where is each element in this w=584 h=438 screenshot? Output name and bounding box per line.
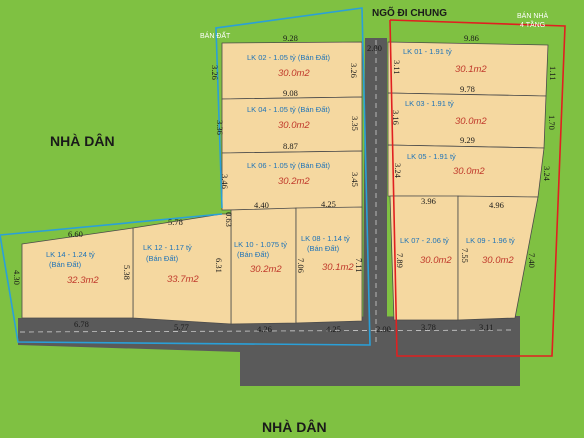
alley-label: NGÕ ĐI CHUNG — [372, 6, 447, 19]
lk05-area: 30.0m2 — [453, 166, 485, 177]
dim-lk08-right: 7.11 — [354, 258, 364, 273]
dim-lk04-right: 3.35 — [350, 116, 360, 131]
lk14-title-1: LK 14 - 1.24 tỷ — [46, 250, 95, 259]
dim-lk05-right: 3.24 — [542, 166, 552, 182]
dim-mid-04: 9.08 — [283, 88, 298, 98]
dim-b-lk09: 3.11 — [479, 322, 494, 332]
lk12-title-2: (Bán Đất) — [146, 254, 179, 263]
lk12-title-1: LK 12 - 1.17 tỷ — [143, 243, 192, 252]
lot-lk14[interactable] — [21, 227, 134, 319]
land-sale-label: BÁN ĐẤT — [200, 30, 231, 40]
dim-lk01-right: 1.11 — [548, 66, 558, 81]
dim-b-alley: 2.00 — [376, 324, 391, 334]
dim-lk08-top: 4.25 — [321, 199, 336, 209]
dim-lk09-right: 7.40 — [527, 253, 537, 268]
dim-lk04-left: 3.36 — [215, 120, 225, 135]
lot-lk08[interactable] — [295, 206, 363, 324]
left-neighbors-label: NHÀ DÂN — [50, 132, 115, 149]
dim-lk10-left: 6.31 — [214, 258, 224, 273]
lk01-title: LK 01 - 1.91 tỷ — [403, 47, 452, 56]
lk06-title: LK 06 - 1.05 tỷ (Bán Đất) — [247, 161, 330, 170]
common-alley — [363, 38, 387, 344]
dim-lk06-left: 3.46 — [220, 174, 230, 189]
lk03-title: LK 03 - 1.91 tỷ — [405, 99, 454, 108]
dim-b-lk12: 5.77 — [174, 322, 189, 332]
dim-lk09-left: 7.55 — [460, 248, 470, 263]
dim-b-lk10: 4.26 — [257, 324, 272, 334]
lk08-title-1: LK 08 - 1.14 tỷ — [301, 234, 350, 243]
dim-lk07-top: 3.96 — [421, 196, 436, 206]
dim-lk12-top: 5.78 — [168, 217, 183, 227]
dim-lk10-top: 4.40 — [254, 200, 269, 210]
lk10-title-1: LK 10 - 1.075 tỷ — [234, 240, 287, 249]
dim-lk09-top: 4.96 — [489, 200, 504, 210]
dim-lk03-right: 1.70 — [547, 115, 557, 130]
dim-alley-top: 2.00 — [367, 43, 382, 53]
lk08-area: 30.1m2 — [322, 262, 354, 273]
lk09-title: LK 09 - 1.96 tỷ — [466, 236, 515, 245]
dim-lk05-left: 3.24 — [393, 163, 403, 179]
dim-lk14-top: 6.60 — [68, 229, 83, 239]
bottom-road — [18, 316, 520, 386]
land-sale-boundary — [0, 7, 371, 346]
lk02-title: LK 02 - 1.05 tỷ (Bán Đất) — [247, 53, 330, 62]
dim-lk03-left: 3.16 — [391, 110, 401, 125]
lk09-area: 30.0m2 — [482, 255, 514, 266]
dim-lk12-left: 5.38 — [122, 265, 132, 280]
road-centerline — [19, 329, 516, 333]
dim-lk06-right: 3.45 — [350, 172, 360, 187]
dim-top-left: 9.28 — [283, 33, 298, 43]
dim-lk08-left: 7.06 — [296, 258, 306, 273]
lk12-area: 33.7m2 — [167, 274, 199, 285]
lk01-area: 30.1m2 — [455, 64, 487, 75]
bottom-neighbors-label: NHÀ DÂN — [262, 418, 327, 435]
lot-lk09[interactable] — [457, 195, 539, 321]
lk07-area: 30.0m2 — [420, 255, 452, 266]
dim-lk01-left: 3.11 — [392, 60, 402, 75]
dim-lk02-right: 3.26 — [349, 63, 359, 78]
house-sale-boundary — [389, 19, 566, 357]
dim-lk07-left: 7.89 — [395, 253, 405, 268]
lk10-area: 30.2m2 — [250, 264, 282, 275]
lk07-title: LK 07 - 2.06 tỷ — [400, 236, 449, 245]
dim-b-lk07: 3.78 — [421, 322, 436, 332]
dim-b-lk08: 4.25 — [326, 324, 341, 334]
lk04-area: 30.0m2 — [278, 120, 310, 131]
lk06-area: 30.2m2 — [278, 176, 310, 187]
house-sale-label-1: BÁN NHÀ — [517, 11, 548, 20]
lk04-title: LK 04 - 1.05 tỷ (Bán Đất) — [247, 105, 330, 114]
lk10-title-2: (Bán Đất) — [237, 250, 270, 259]
house-sale-label-2: 4 TẦNG — [520, 19, 545, 29]
lk03-area: 30.0m2 — [455, 116, 487, 127]
dim-notch: 0.63 — [224, 212, 234, 227]
dim-top-right: 9.86 — [464, 33, 479, 43]
dim-mid-05: 9.29 — [460, 135, 475, 145]
dim-lk14-left: 4.30 — [12, 270, 22, 285]
lk05-title: LK 05 - 1.91 tỷ — [407, 152, 456, 161]
lk08-title-2: (Bán Đất) — [307, 244, 340, 253]
lk14-title-2: (Bán Đất) — [49, 260, 82, 269]
dim-lk02-left: 3.26 — [210, 65, 220, 80]
dim-mid-06: 8.87 — [283, 141, 298, 151]
lk02-area: 30.0m2 — [278, 68, 310, 79]
lk14-area: 32.3m2 — [67, 275, 99, 286]
dim-b-lk14: 6.78 — [74, 319, 89, 329]
dim-mid-03: 9.78 — [460, 84, 475, 94]
